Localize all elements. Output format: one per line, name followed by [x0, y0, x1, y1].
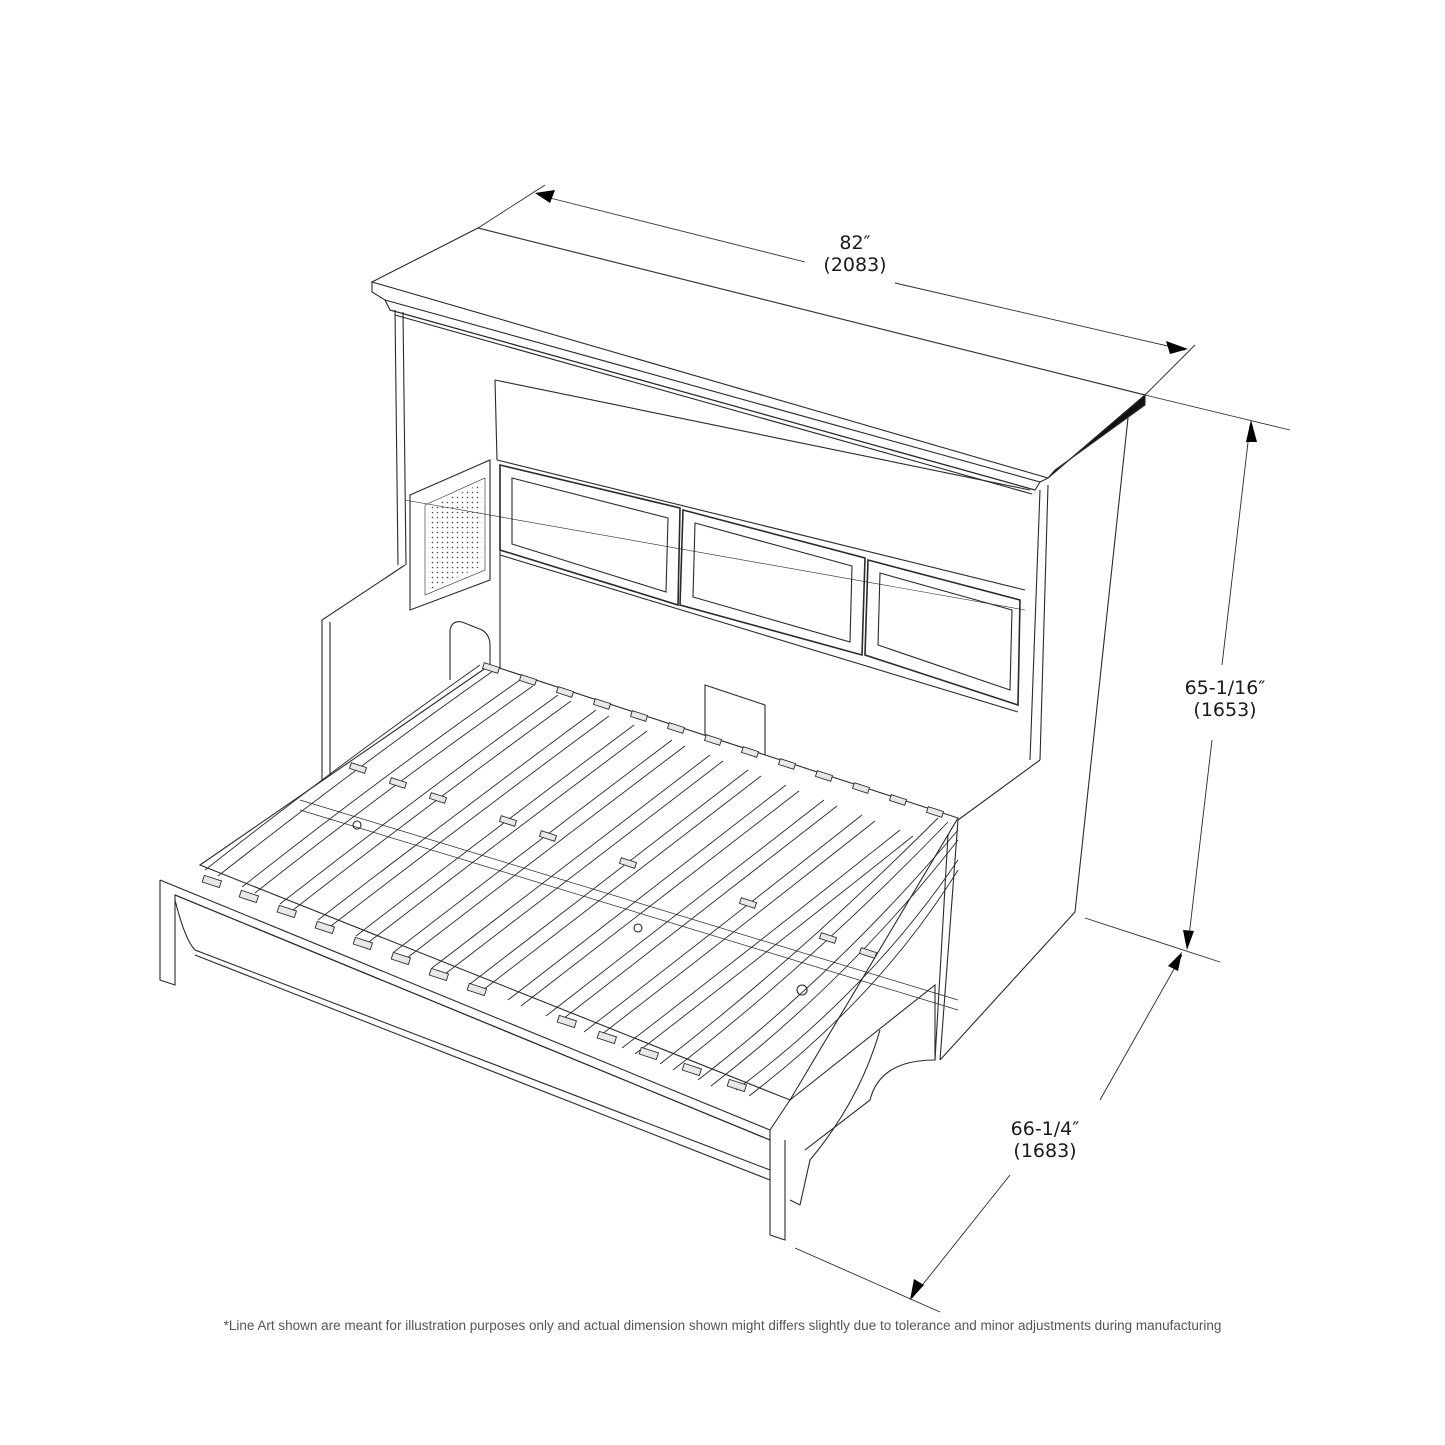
slat-caps: [202, 663, 943, 1092]
width-dimension: [478, 185, 1195, 395]
bed-slats: [205, 665, 958, 1096]
depth-metric: (1683): [1013, 1140, 1077, 1162]
height-dimension-label: 65-1/16″ (1653): [1170, 677, 1280, 721]
width-imperial: 82″: [839, 232, 871, 254]
width-dimension-label: 82″ (2083): [805, 232, 905, 276]
height-imperial: 65-1/16″: [1184, 677, 1266, 699]
side-vent: [322, 460, 490, 790]
bolt-icons: [352, 820, 808, 996]
arrow-up-icon: [1246, 420, 1257, 442]
cabinet-crown: [372, 228, 1145, 494]
bed-frame: [160, 665, 958, 1240]
headboard-panels: [500, 465, 1020, 712]
arrow-down-icon: [1183, 930, 1194, 950]
arrow-right-icon: [1166, 341, 1188, 354]
width-metric: (2083): [823, 254, 887, 276]
arrow-left-icon: [535, 190, 555, 203]
height-metric: (1653): [1193, 699, 1257, 721]
arrow-down-left-icon: [910, 1279, 924, 1300]
depth-dimension-label: 66-1/4″ (1683): [995, 1118, 1095, 1162]
depth-dimension: [795, 952, 1182, 1312]
bed-brackets: [450, 622, 765, 760]
cabinet-body: [395, 310, 1128, 1060]
disclaimer-note: *Line Art shown are meant for illustrati…: [223, 1318, 1222, 1333]
arrow-up-right-icon: [1168, 952, 1182, 971]
height-dimension: [1085, 395, 1290, 962]
depth-imperial: 66-1/4″: [1010, 1118, 1080, 1140]
